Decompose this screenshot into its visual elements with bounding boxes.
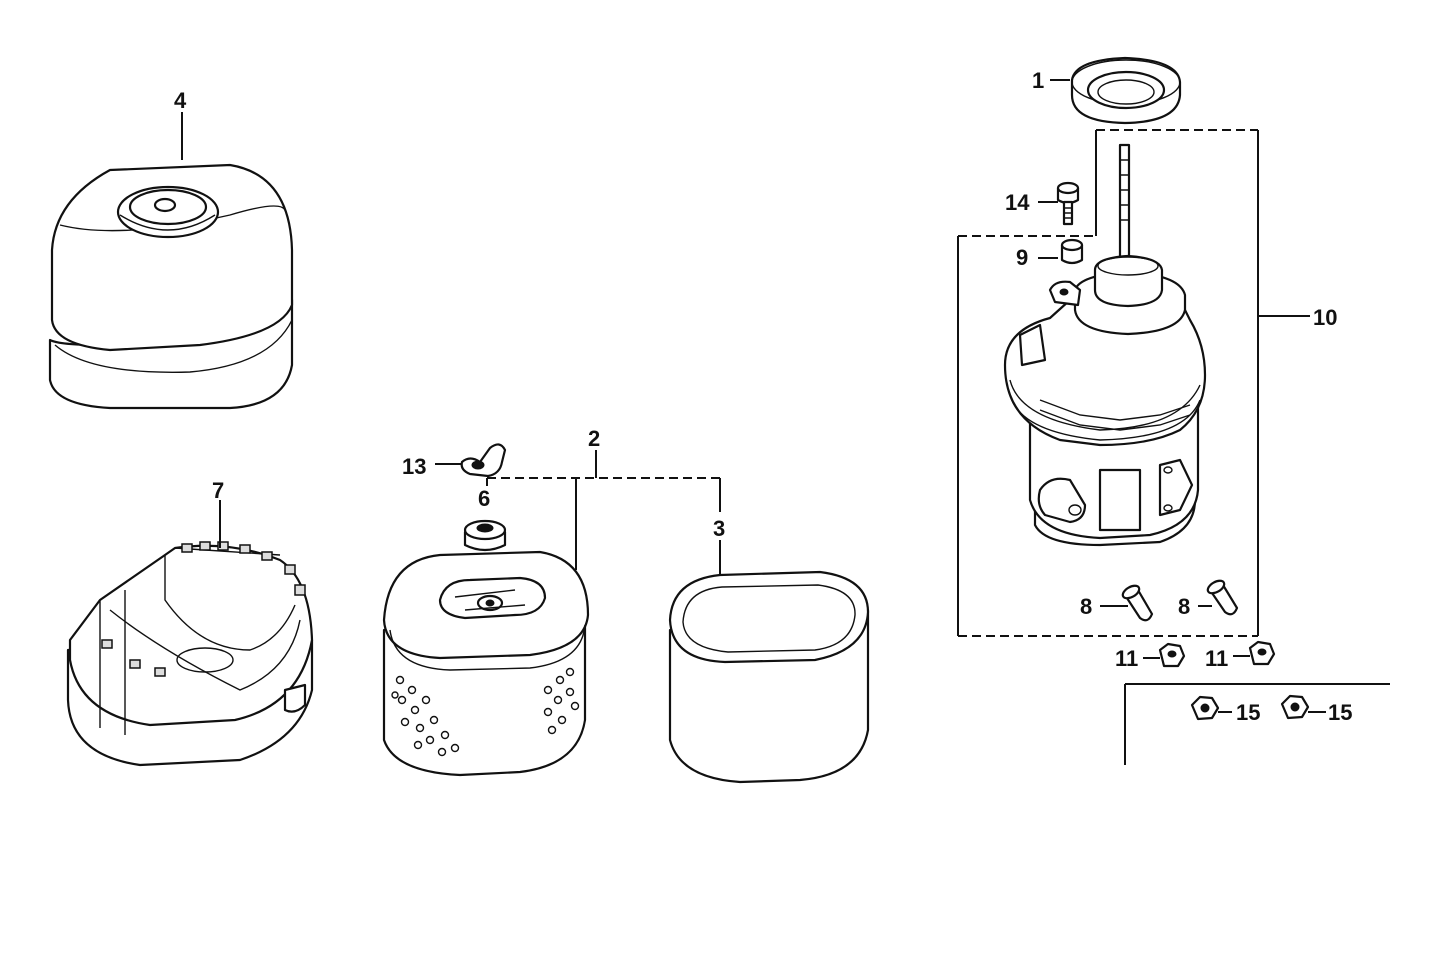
label-part-11b: 11 [1205, 646, 1228, 671]
label-part-3: 3 [713, 516, 725, 541]
label-part-13: 13 [402, 454, 426, 479]
outer-foam-filter-drawing [668, 570, 870, 784]
label-part-8b: 8 [1178, 594, 1190, 619]
bolt-drawing [1056, 181, 1080, 226]
flange-nut-drawing-a [1190, 695, 1220, 721]
collar-small-drawing [1060, 238, 1084, 265]
elbow-assembly-drawing [1003, 143, 1207, 547]
label-part-4: 4 [174, 88, 187, 113]
leader-lines [181, 79, 1390, 765]
seal-ring-drawing [1070, 56, 1182, 125]
label-part-15a: 15 [1236, 700, 1260, 725]
grommet-drawing [463, 519, 507, 552]
label-part-1: 1 [1032, 68, 1044, 93]
label-part-9: 9 [1016, 245, 1028, 270]
label-part-15b: 15 [1328, 700, 1352, 725]
callout-labels: 4 7 2 13 6 3 1 14 9 10 8 8 11 11 15 15 [174, 68, 1352, 725]
label-part-14: 14 [1005, 190, 1030, 215]
label-part-8a: 8 [1080, 594, 1092, 619]
label-part-6: 6 [478, 486, 490, 511]
label-part-11a: 11 [1115, 646, 1138, 671]
label-part-10: 10 [1313, 305, 1337, 330]
nut-drawing-a [1158, 642, 1186, 668]
air-cleaner-cover-drawing [48, 163, 294, 410]
wing-nut-drawing [460, 443, 507, 478]
label-part-2: 2 [588, 426, 600, 451]
element-perforations [391, 667, 580, 757]
label-part-7: 7 [212, 478, 224, 503]
air-cleaner-element-drawing [382, 550, 590, 777]
flange-nut-drawing-b [1280, 694, 1310, 720]
collar-drawing-a [1121, 584, 1154, 622]
air-cleaner-case-drawing [66, 541, 314, 767]
nut-drawing-b [1248, 640, 1276, 666]
collar-drawing-b [1206, 579, 1239, 616]
